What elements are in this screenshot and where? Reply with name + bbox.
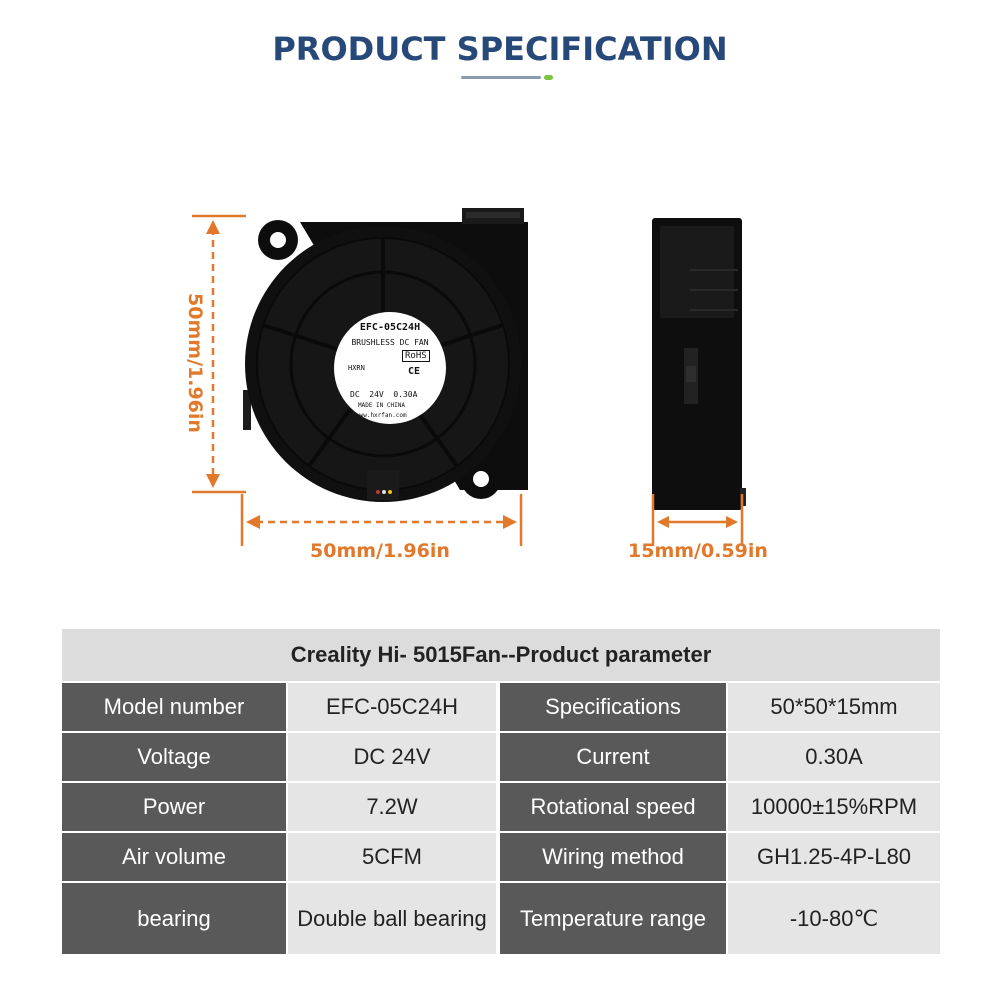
- table-cell-value: 7.2W: [288, 783, 496, 831]
- table-cell-value: DC 24V: [288, 733, 496, 781]
- table-cell-label: Wiring method: [500, 833, 726, 881]
- fan-label-type: BRUSHLESS DC FAN: [351, 338, 429, 347]
- dimension-arrowheads: [206, 220, 738, 529]
- fan-side-view: [652, 218, 746, 510]
- table-cell-value: GH1.25-4P-L80: [728, 833, 940, 881]
- fan-label: EFC-05C24H BRUSHLESS DC FAN HXRN RoHS CE…: [340, 318, 440, 419]
- table-cell-label: Model number: [62, 683, 286, 731]
- fan-label-brand: HXRN: [348, 364, 365, 372]
- table-cell-value: 0.30A: [728, 733, 940, 781]
- title-accent-dot: [544, 75, 553, 80]
- table-cell-label: Current: [500, 733, 726, 781]
- title-underline: [461, 76, 541, 79]
- fan-front-view: [243, 208, 528, 502]
- table-cell-value: -10-80℃: [728, 883, 940, 954]
- table-cell-label: Specifications: [500, 683, 726, 731]
- fan-label-website: www.hxrfan.com: [356, 412, 407, 419]
- table-cell-value: Double ball bearing: [288, 883, 496, 954]
- table-cell-label: Air volume: [62, 833, 286, 881]
- fan-label-model: EFC-05C24H: [359, 322, 421, 333]
- table-cell-label: Voltage: [62, 733, 286, 781]
- table-cell-value: 50*50*15mm: [728, 683, 940, 731]
- page-title: PRODUCT SPECIFICATION: [272, 30, 728, 68]
- fan-label-ce: CE: [408, 366, 421, 377]
- table-cell-value: 10000±15%RPM: [728, 783, 940, 831]
- table-cell-label: Power: [62, 783, 286, 831]
- dimension-lines: [192, 214, 744, 546]
- table-cell-value: 5CFM: [288, 833, 496, 881]
- fan-label-origin: MADE IN CHINA: [358, 402, 405, 409]
- table-cell-label: Temperature range: [500, 883, 726, 954]
- table-cell-label: Rotational speed: [500, 783, 726, 831]
- table-cell-value: EFC-05C24H: [288, 683, 496, 731]
- table-header: Creality Hi- 5015Fan--Product parameter: [62, 629, 940, 681]
- fan-illustration: [192, 208, 746, 546]
- fan-label-rating: DC 24V 0.30A: [350, 390, 418, 399]
- width-dimension-label: 50mm/1.96in: [310, 540, 450, 562]
- height-dimension-label: 50mm/1.96in: [184, 293, 206, 433]
- table-cell-label: bearing: [62, 883, 286, 954]
- fan-label-rohs: RoHS: [402, 350, 430, 362]
- product-parameter-table: Creality Hi- 5015Fan--Product parameter …: [62, 629, 940, 954]
- depth-dimension-label: 15mm/0.59in: [628, 540, 768, 562]
